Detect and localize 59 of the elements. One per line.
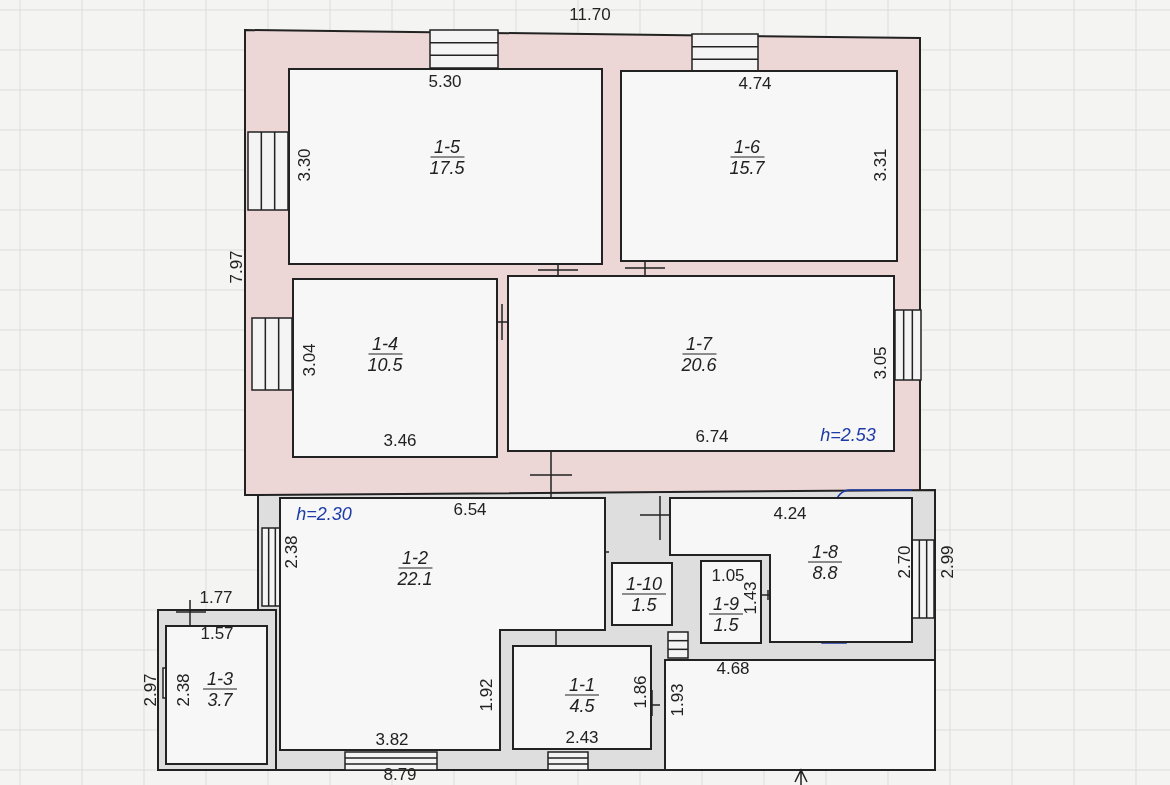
dimension-label: 2.38 xyxy=(283,535,301,569)
dimension-label: 1.05 xyxy=(711,567,745,585)
room-number: 1-7 xyxy=(682,333,716,355)
room-outline xyxy=(280,498,605,750)
room-outline xyxy=(292,278,498,458)
dimension-label: 7.97 xyxy=(228,250,246,284)
room-area: 3.7 xyxy=(207,689,233,710)
dimension-label: 2.38 xyxy=(175,673,193,707)
dimension-label: 2.70 xyxy=(896,545,914,579)
ceiling-height-note: h=2.30 xyxy=(296,505,352,523)
dimension-label: 3.31 xyxy=(872,148,890,182)
room-area: 20.6 xyxy=(681,354,717,375)
dimension-label: 2.97 xyxy=(142,673,160,707)
dimension-label: 5.30 xyxy=(428,73,462,91)
room-number: 1-5 xyxy=(430,136,464,158)
dimension-label: 4.68 xyxy=(716,660,750,678)
dimension-label: 1.93 xyxy=(669,683,687,717)
dimension-label: 1.43 xyxy=(742,581,760,615)
room-outline xyxy=(611,562,673,626)
dimension-label: 3.46 xyxy=(383,432,417,450)
dimension-label: 4.74 xyxy=(738,75,772,93)
room-area: 10.5 xyxy=(367,354,403,375)
ceiling-height-note: h=2.53 xyxy=(820,426,876,444)
dimension-label: 3.30 xyxy=(296,148,314,182)
room-number: 1-2 xyxy=(398,547,432,569)
dimension-label: 4.24 xyxy=(773,505,807,523)
dimension-label: 3.04 xyxy=(301,343,319,377)
room-outline xyxy=(507,275,895,452)
room-area: 15.7 xyxy=(729,157,765,178)
room-area: 17.5 xyxy=(429,157,465,178)
room-area: 1.5 xyxy=(631,594,657,615)
dimension-label: 2.99 xyxy=(939,545,957,579)
room-number: 1-8 xyxy=(808,541,842,563)
room-number: 1-10 xyxy=(622,573,666,595)
dimension-label: 1.86 xyxy=(632,675,650,709)
room-area: 4.5 xyxy=(569,695,595,716)
room-outline xyxy=(165,625,268,765)
dimension-label: 6.54 xyxy=(453,501,487,519)
room-number: 1-3 xyxy=(203,668,237,690)
room-number: 1-1 xyxy=(565,674,599,696)
room-outline xyxy=(620,70,898,262)
dimension-label: 1.92 xyxy=(478,678,496,712)
room-outline xyxy=(670,498,912,642)
room-number: 1-4 xyxy=(368,333,402,355)
dimension-label: 3.82 xyxy=(375,731,409,749)
room-area: 1.5 xyxy=(713,614,739,635)
room-number: 1-6 xyxy=(730,136,764,158)
room-outline xyxy=(288,68,603,265)
dimension-label: 2.43 xyxy=(565,729,599,747)
room-number: 1-9 xyxy=(709,593,743,615)
dimension-label: 3.05 xyxy=(872,346,890,380)
room-outline xyxy=(512,645,652,750)
room-area: 22.1 xyxy=(397,568,433,589)
room-outline xyxy=(700,560,762,644)
dimension-label: 11.70 xyxy=(569,6,611,24)
dimension-label: 1.57 xyxy=(200,625,234,643)
dimension-label: 1.77 xyxy=(199,589,233,607)
dimension-label: 6.74 xyxy=(695,428,729,446)
room-area: 8.8 xyxy=(812,562,838,583)
